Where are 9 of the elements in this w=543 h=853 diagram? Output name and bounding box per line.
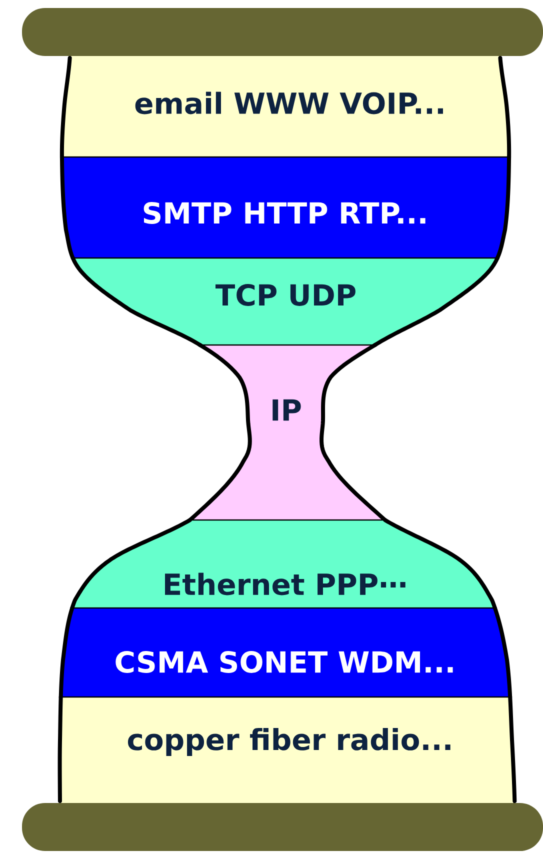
hourglass-cap <box>22 8 543 56</box>
hourglass-cap <box>22 803 543 851</box>
layer-band: copper fiber radio... <box>58 695 517 803</box>
layer-band: Ethernet PPP⋯ <box>70 518 497 610</box>
layer-band: CSMA SONET WDM... <box>58 606 512 699</box>
layer-band: email WWW VOIP... <box>60 56 512 159</box>
layer-band: TCP UDP <box>70 256 500 347</box>
layer-band: SMTP HTTP RTP... <box>60 155 512 260</box>
layer-band: IP <box>188 343 387 522</box>
